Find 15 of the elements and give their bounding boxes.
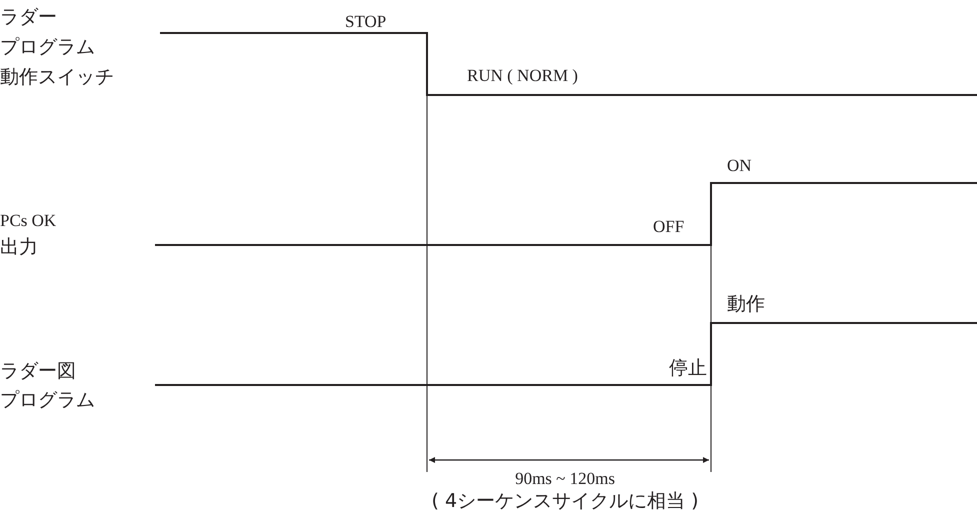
signal-label: 動作スイッチ (0, 68, 114, 87)
state-label: OFF (653, 218, 684, 235)
signal-label: プログラム (0, 391, 95, 410)
signal-label: ラダー図 (0, 362, 76, 381)
state-label: ON (727, 157, 752, 174)
dimension-label: 90ms ~ 120ms (515, 470, 615, 487)
note: ( 4シーケンスサイクルに相当 ) (432, 492, 698, 511)
signal-label: プログラム (0, 38, 95, 57)
signal-label: 出力 (0, 238, 38, 257)
signal-label: PCs OK (0, 212, 56, 229)
state-label: 停止 (669, 359, 707, 378)
state-label: STOP (345, 13, 386, 30)
state-label: RUN ( NORM ) (467, 67, 578, 84)
state-label: 動作 (727, 295, 765, 314)
signal-label: ラダー (0, 8, 57, 27)
